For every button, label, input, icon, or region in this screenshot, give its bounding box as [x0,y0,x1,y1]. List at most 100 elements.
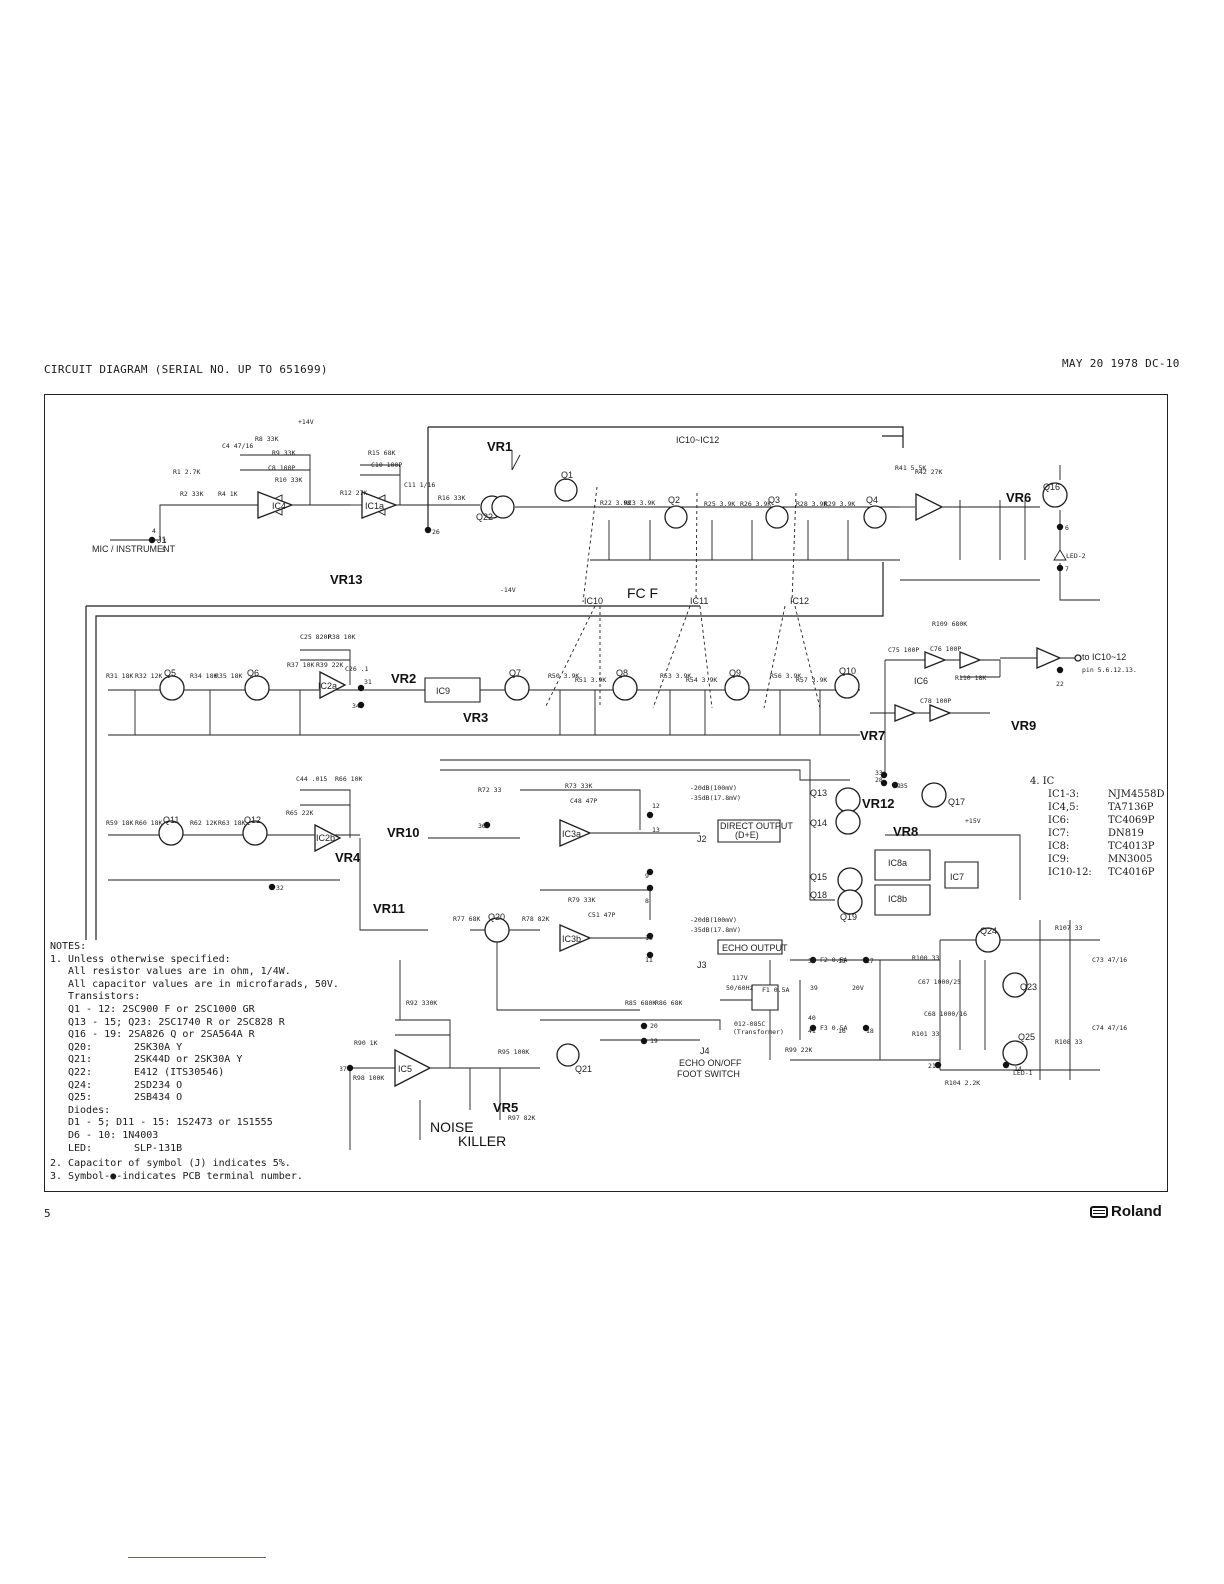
pcb-terminal-dots [148,523,1064,1072]
roland-logo: Roland [1090,1203,1162,1220]
noise-label: NOISE [430,1119,474,1135]
transistor-row: Q20:2SK30A Y [68,1042,340,1055]
vr9-label: VR9 [1011,718,1036,733]
fcf-label: FC F [627,585,658,601]
q18-label: Q18 [810,890,827,900]
ic-ref: IC6: [1048,815,1070,826]
value-r109: R109 680K [932,620,967,628]
ic-ref: IC4,5: [1048,802,1079,813]
ic6-label: IC6 [914,676,928,686]
value-r26: R26 3.9K [740,500,771,508]
terminal-21: 21 [928,1062,936,1070]
value-c44: C44 .015 [296,775,327,783]
link-underline[interactable] [128,1557,266,1558]
notes-transistors-heading: Transistors: [68,991,141,1003]
notes-resistors: All resistor values are in ohm, 1/4W. [68,966,291,978]
transistor-ref: Q22: [68,1066,93,1078]
jack-j3: J3 [697,960,707,970]
terminal-12: 12 [652,802,660,810]
vr10-label: VR10 [387,825,420,840]
value-r2: R2 33K [180,490,204,498]
transistor-part: 2SC1740 R or 2SC828 R [158,1016,285,1028]
value-c8: C8 100P [268,464,295,472]
value-r51: R51 3.9K [575,676,606,684]
value-r12: R12 27K [340,489,367,497]
value-r50: R50 3.9K [548,672,579,680]
ic-ref: IC7: [1048,828,1070,839]
value-r37: R37 10K [287,661,314,669]
jack-j2: J2 [697,834,707,844]
value-c73: C73 47/16 [1092,956,1127,964]
notes-capacitors: All capacitor values are in microfarads,… [68,978,339,990]
ic-row: IC1-3:NJM4558D [1030,788,1164,801]
transistor-part: 2SD234 O [134,1079,183,1091]
value-r107: R107 33 [1055,924,1082,932]
mic-instrument-label: MIC / INSTRUMENT [92,544,175,554]
q11-label: Q11 [163,815,179,825]
ic-part: TC4016P [1108,867,1155,878]
direct-output-label: DIRECT OUTPUT [720,821,793,831]
ic5-label: IC5 [398,1064,412,1074]
diode-part: SLP-131B [134,1142,183,1154]
value-r77: R77 68K [453,915,480,923]
terminal-22: 22 [1056,680,1064,688]
schematic-frame [44,394,1168,1192]
power-supply-wiring [720,920,1100,1080]
terminal-29: 29 [893,782,901,790]
vr4-label: VR4 [335,850,361,865]
q16-label: Q16 [1043,482,1060,492]
ic4-label: IC4 [272,501,286,511]
q25-label: Q25 [1018,1032,1035,1042]
ic2b-label: IC2b [316,833,335,843]
rail-pos15-label: +15V [965,817,981,825]
value-r110: R110 18K [955,674,986,682]
vr1-label: VR1 [487,439,512,454]
terminal-41: 41 [808,1027,816,1035]
notes-diodes-heading: Diodes: [68,1104,111,1116]
ic-part: DN819 [1108,828,1144,839]
lower-row-wiring [108,759,1021,1041]
value-r9: R9 33K [272,449,296,457]
transistor-part: E412 (ITS30546) [134,1066,225,1078]
value-c25: C25 820P [300,633,331,641]
value-r97: R97 82K [508,1114,535,1122]
q22-label: Q22 [476,512,493,522]
value-r15: R15 68K [368,449,395,457]
value-r86: R86 68K [655,999,682,1007]
value-r95: R95 100K [498,1048,529,1056]
q20-label: Q20 [488,912,505,922]
ic-part: TC4069P [1108,815,1155,826]
q4-label: Q4 [866,495,878,505]
value-c26: C26 .1 [345,665,369,673]
value-r104: R104 2.2K [945,1079,980,1087]
value-r35: R35 18K [215,672,242,680]
notes-item-3: 3. Symbol-●-indicates PCB terminal numbe… [50,1170,303,1182]
foot-switch-label: FOOT SWITCH [677,1069,740,1079]
diode-list: D1 - 5; D11 - 15: 1S2473 or 1S1555 D6 - … [50,1117,340,1155]
terminal-40: 40 [808,1014,816,1022]
ic-row: IC4,5:TA7136P [1030,801,1164,814]
terminal-38: 38 [808,957,816,965]
terminal-4: 4 [152,527,156,535]
transistor-part: 2SC900 F or 2SC1000 GR [122,1003,255,1015]
q6-label: Q6 [247,668,259,678]
value-c76: C76 100P [930,645,961,653]
value-r56: R56 3.9K [770,672,801,680]
value-r42: R42 27K [915,468,942,476]
diode-row: D6 - 10: 1N4003 [68,1130,340,1143]
value-r28: R28 3.9K [796,500,827,508]
echo-output-label: ECHO OUTPUT [722,943,788,953]
echo-level-2: -35dB(17.8mV) [690,926,741,934]
transistor-part: 2SK30A Y [134,1041,183,1053]
ic-list-heading: 4. IC [1030,776,1055,787]
ic12-label: IC12 [790,596,809,606]
terminal-3: 3 [162,537,166,545]
ic-ref: IC8: [1048,841,1070,852]
direct-level-1: -20dB(100mV) [690,784,737,792]
component-values-low: R59 18K R60 18K R62 12K R63 18K R65 22K … [106,775,1127,1122]
led2-label: LED-2 [1066,552,1086,560]
terminal-19: 19 [650,1037,658,1045]
value-r10: R10 33K [275,476,302,484]
ic-part: NJM4558D [1108,789,1165,800]
